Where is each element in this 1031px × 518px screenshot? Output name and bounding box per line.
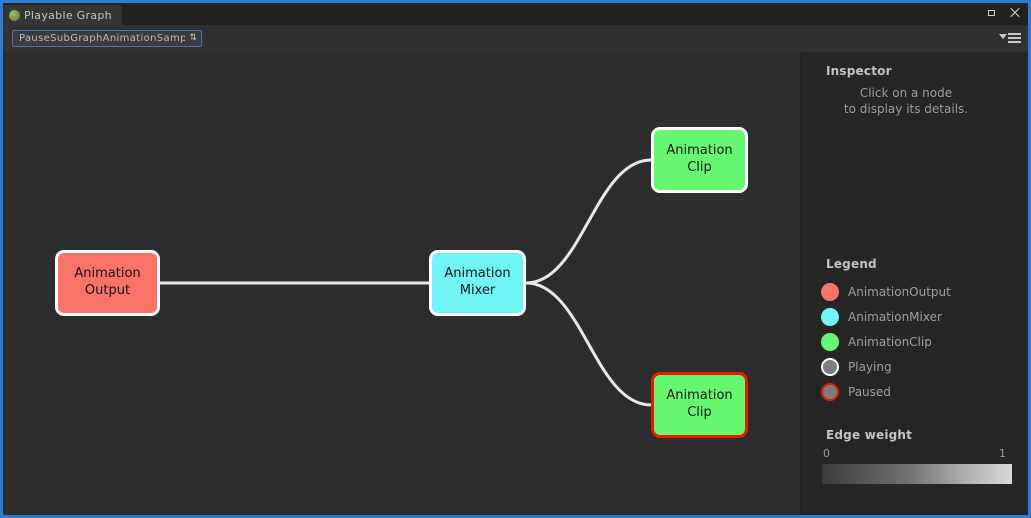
graph-edge-edge-mixer-clip-bottom [524, 281, 653, 407]
inspector-hint: Click on a node to display its details. [801, 85, 1011, 117]
filter-menu-icon[interactable] [999, 33, 1021, 44]
legend-item: AnimationMixer [821, 304, 1021, 329]
legend-label: Paused [848, 384, 891, 399]
graph-selector-dropdown[interactable]: PauseSubGraphAnimationSample ⇅ [12, 30, 202, 47]
graph-node-label-line2: Mixer [459, 283, 496, 298]
inspector-title: Inspector [826, 64, 892, 78]
legend-title: Legend [826, 257, 877, 271]
inspector-hint-line2: to display its details. [843, 102, 969, 117]
graph-edges [158, 158, 653, 407]
sidebar: Inspector Click on a node to display its… [800, 52, 1028, 515]
tab-bar: Playable Graph [3, 3, 1028, 26]
graph-node-label-line1: Animation [666, 388, 733, 404]
legend-item: Paused [821, 379, 1021, 404]
legend-item: AnimationOutput [821, 279, 1021, 304]
filter-triangle-icon [999, 34, 1007, 39]
graph-edge-edge-mixer-clip-top [524, 158, 653, 285]
legend-swatch-icon [821, 332, 839, 351]
legend-swatch-icon [821, 382, 839, 401]
tab-playable-graph[interactable]: Playable Graph [3, 5, 122, 25]
legend-label: AnimationClip [848, 334, 932, 349]
legend-item: AnimationClip [821, 329, 1021, 354]
legend-label: Playing [848, 359, 892, 374]
legend-label: AnimationMixer [848, 309, 942, 324]
graph-node-label-line2: Clip [687, 405, 712, 420]
window-controls [985, 6, 1022, 20]
inspector-hint-line1: Click on a node [859, 86, 953, 100]
toolbar: PauseSubGraphAnimationSample ⇅ [3, 25, 1028, 53]
graph-node-label-line1: Animation [666, 143, 733, 159]
edge-weight-max-label: 1 [999, 447, 1006, 460]
close-icon[interactable] [1008, 6, 1022, 20]
legend-item: Playing [821, 354, 1021, 379]
edge-weight-min-label: 0 [823, 447, 830, 460]
legend-swatch-icon [821, 282, 839, 301]
chevron-updown-icon: ⇅ [189, 33, 197, 43]
legend-label: AnimationOutput [848, 284, 951, 299]
maximize-icon[interactable] [985, 6, 999, 20]
legend-swatch-icon [821, 307, 839, 326]
edge-weight-title: Edge weight [826, 428, 913, 442]
unity-playable-graph-icon [9, 9, 20, 21]
graph-node-label-line2: Clip [687, 160, 712, 175]
graph-node-label-line1: Animation [74, 266, 141, 282]
graph-node-label-line1: Animation [444, 266, 511, 282]
graph-node-label-line2: Output [84, 283, 131, 298]
graph-selector-value: PauseSubGraphAnimationSample [19, 33, 186, 44]
edge-weight-gradient-bar [822, 464, 1012, 484]
legend-swatch-icon [821, 357, 839, 376]
tab-label: Playable Graph [24, 8, 112, 22]
